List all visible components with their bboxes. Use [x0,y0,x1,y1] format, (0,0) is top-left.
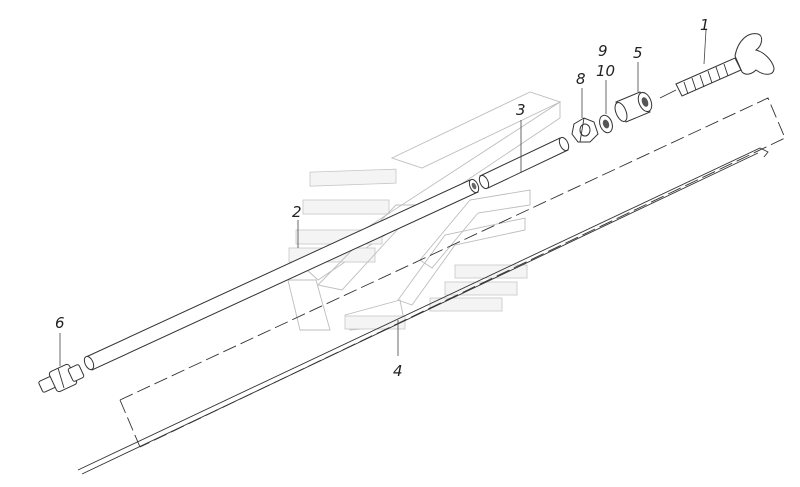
callout-9: 9 [598,42,608,60]
callout-5: 5 [633,44,643,62]
part-5-bushing [614,91,653,123]
part-8-hex-nut [571,117,599,143]
callout-10: 10 [596,62,615,80]
part-1-handle [659,33,775,99]
part-4-wire-rod [77,147,769,475]
callout-2: 2 [292,203,302,221]
callouts: 1 2 3 4 5 6 8 9 10 [55,16,710,380]
callout-8: 8 [576,70,586,88]
callout-1: 1 [700,16,710,34]
callout-4: 4 [393,362,403,380]
part-6-end-fitting [38,363,85,393]
part-2-tube [83,178,480,371]
leader-lines [59,29,707,366]
callout-6: 6 [55,314,65,332]
part-10-washer [599,114,613,134]
callout-3: 3 [516,101,526,119]
part-3-sleeve [478,136,570,190]
assembly-frame [119,97,786,448]
